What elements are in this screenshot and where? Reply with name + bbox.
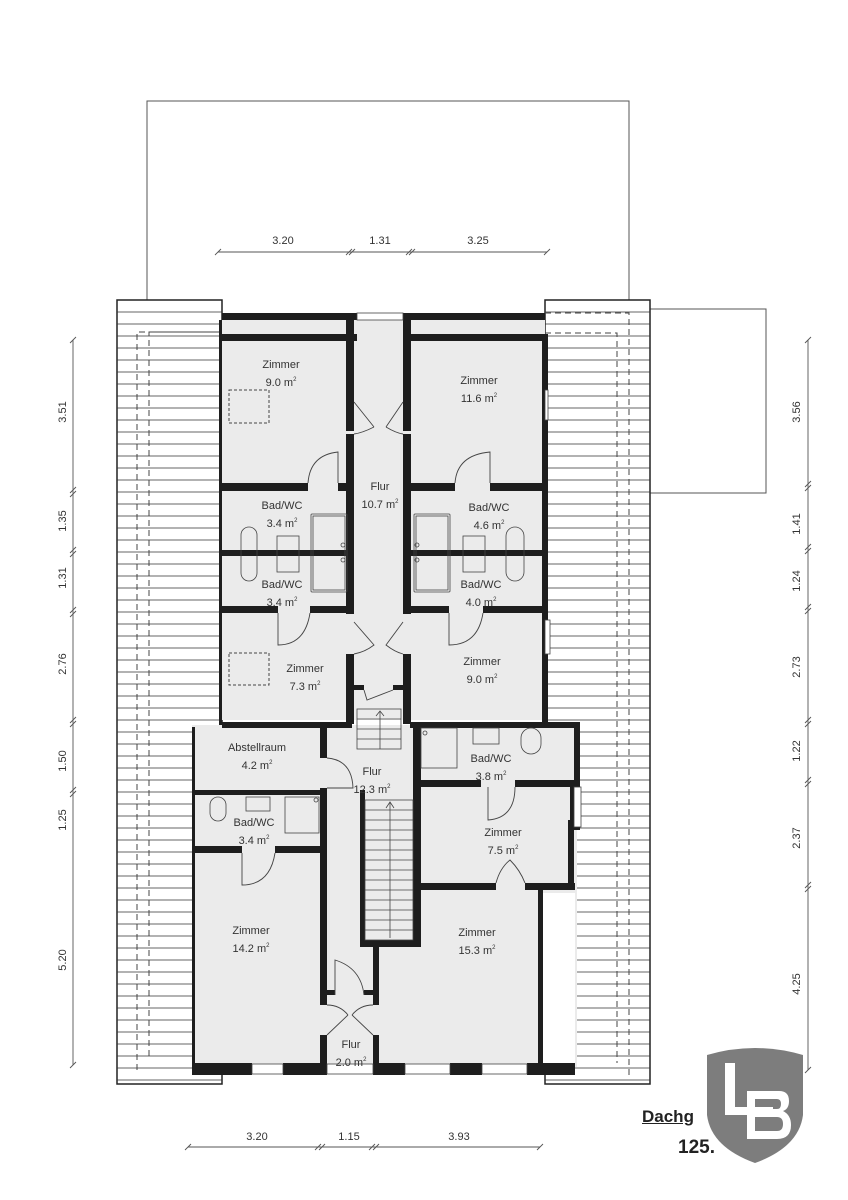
floor-title: Dachg — [642, 1107, 694, 1126]
dimension-bottom: 3.93 — [448, 1131, 470, 1143]
dimension-left: 1.35 — [57, 510, 69, 532]
room-area: 4.2 m2 — [241, 760, 273, 772]
room-label: Abstellraum 4.2 m2 — [228, 741, 286, 774]
dimension-left: 3.51 — [57, 401, 69, 423]
room-label: Zimmer 7.3 m2 — [286, 662, 323, 695]
room-area: 4.6 m2 — [473, 520, 505, 532]
dimension-right: 4.25 — [791, 973, 803, 995]
dimension-bottom: 1.15 — [338, 1131, 360, 1143]
room-area: 12.3 m2 — [353, 784, 391, 796]
room-area: 11.6 m2 — [460, 393, 498, 405]
room-name: Zimmer — [463, 656, 501, 668]
room-area: 7.5 m2 — [487, 845, 519, 857]
dimension-left: 2.76 — [57, 653, 69, 675]
room-area: 3.4 m2 — [238, 835, 270, 847]
dimension-left: 1.25 — [57, 809, 69, 831]
dimension-right: 2.73 — [791, 656, 803, 678]
bathroom-fixtures — [209, 513, 542, 834]
windows — [251, 312, 582, 1075]
room-area: 9.0 m2 — [466, 674, 498, 686]
room-label: Zimmer 9.0 m2 — [463, 655, 500, 688]
floor-area — [192, 320, 577, 1067]
room-label: Flur 10.7 m2 — [362, 480, 399, 513]
room-name: Bad/WC — [470, 753, 512, 765]
room-name: Flur — [341, 1039, 361, 1051]
total-area: 125. — [678, 1137, 715, 1158]
room-label: Flur 12.3 m2 — [354, 765, 391, 798]
room-name: Bad/WC — [261, 579, 303, 591]
room-label: Zimmer 15.3 m2 — [458, 926, 495, 959]
room-area: 3.8 m2 — [475, 771, 507, 783]
room-area: 2.0 m2 — [335, 1057, 367, 1069]
room-area: 7.3 m2 — [289, 681, 321, 693]
lb-logo-icon — [707, 1048, 803, 1163]
room-label: Bad/WC 3.4 m2 — [262, 499, 303, 532]
dimension-right: 2.37 — [791, 827, 803, 849]
stairs — [356, 708, 414, 941]
dimension-left: 1.31 — [57, 567, 69, 589]
room-name: Zimmer — [232, 925, 270, 937]
dimension-left: 5.20 — [57, 949, 69, 971]
room-area: 9.0 m2 — [265, 377, 297, 389]
dimension-left: 1.50 — [57, 750, 69, 772]
room-area: 4.0 m2 — [465, 597, 497, 609]
dimension-right: 1.22 — [791, 740, 803, 762]
room-label: Bad/WC 3.4 m2 — [262, 578, 303, 611]
room-label: Zimmer 14.2 m2 — [232, 924, 269, 957]
doors — [241, 401, 526, 1036]
dimension-lines — [69, 248, 812, 1151]
room-name: Bad/WC — [261, 500, 303, 512]
room-name: Zimmer — [262, 359, 300, 371]
room-label: Zimmer 11.6 m2 — [460, 374, 497, 407]
skylights — [228, 389, 270, 686]
room-label: Zimmer 7.5 m2 — [484, 826, 521, 859]
room-name: Zimmer — [484, 827, 522, 839]
room-name: Flur — [370, 481, 390, 493]
room-area: 10.7 m2 — [361, 499, 399, 511]
room-name: Zimmer — [460, 375, 498, 387]
room-area: 15.3 m2 — [458, 945, 496, 957]
dimension-bottom: 3.20 — [246, 1131, 268, 1143]
room-label: Flur 2.0 m2 — [336, 1038, 367, 1071]
room-area: 3.4 m2 — [266, 597, 298, 609]
dimension-top: 3.25 — [467, 235, 489, 247]
room-area: 14.2 m2 — [232, 943, 270, 955]
room-name: Flur — [362, 766, 382, 778]
room-name: Bad/WC — [468, 502, 510, 514]
room-name: Abstellraum — [227, 742, 287, 754]
room-name: Zimmer — [458, 927, 496, 939]
room-label: Bad/WC 4.6 m2 — [469, 501, 510, 534]
dimension-right: 1.24 — [791, 570, 803, 592]
room-name: Bad/WC — [460, 579, 502, 591]
dimension-top: 3.20 — [272, 235, 294, 247]
room-name: Bad/WC — [233, 817, 275, 829]
room-label: Bad/WC 3.8 m2 — [471, 752, 512, 785]
room-label: Zimmer 9.0 m2 — [262, 358, 299, 391]
dimension-right: 3.56 — [791, 401, 803, 423]
dimension-right: 1.41 — [791, 513, 803, 535]
room-label: Bad/WC 3.4 m2 — [234, 816, 275, 849]
walls — [192, 313, 580, 1075]
room-label: Bad/WC 4.0 m2 — [461, 578, 502, 611]
room-area: 3.4 m2 — [266, 518, 298, 530]
room-name: Zimmer — [286, 663, 324, 675]
dimension-top: 1.31 — [369, 235, 391, 247]
